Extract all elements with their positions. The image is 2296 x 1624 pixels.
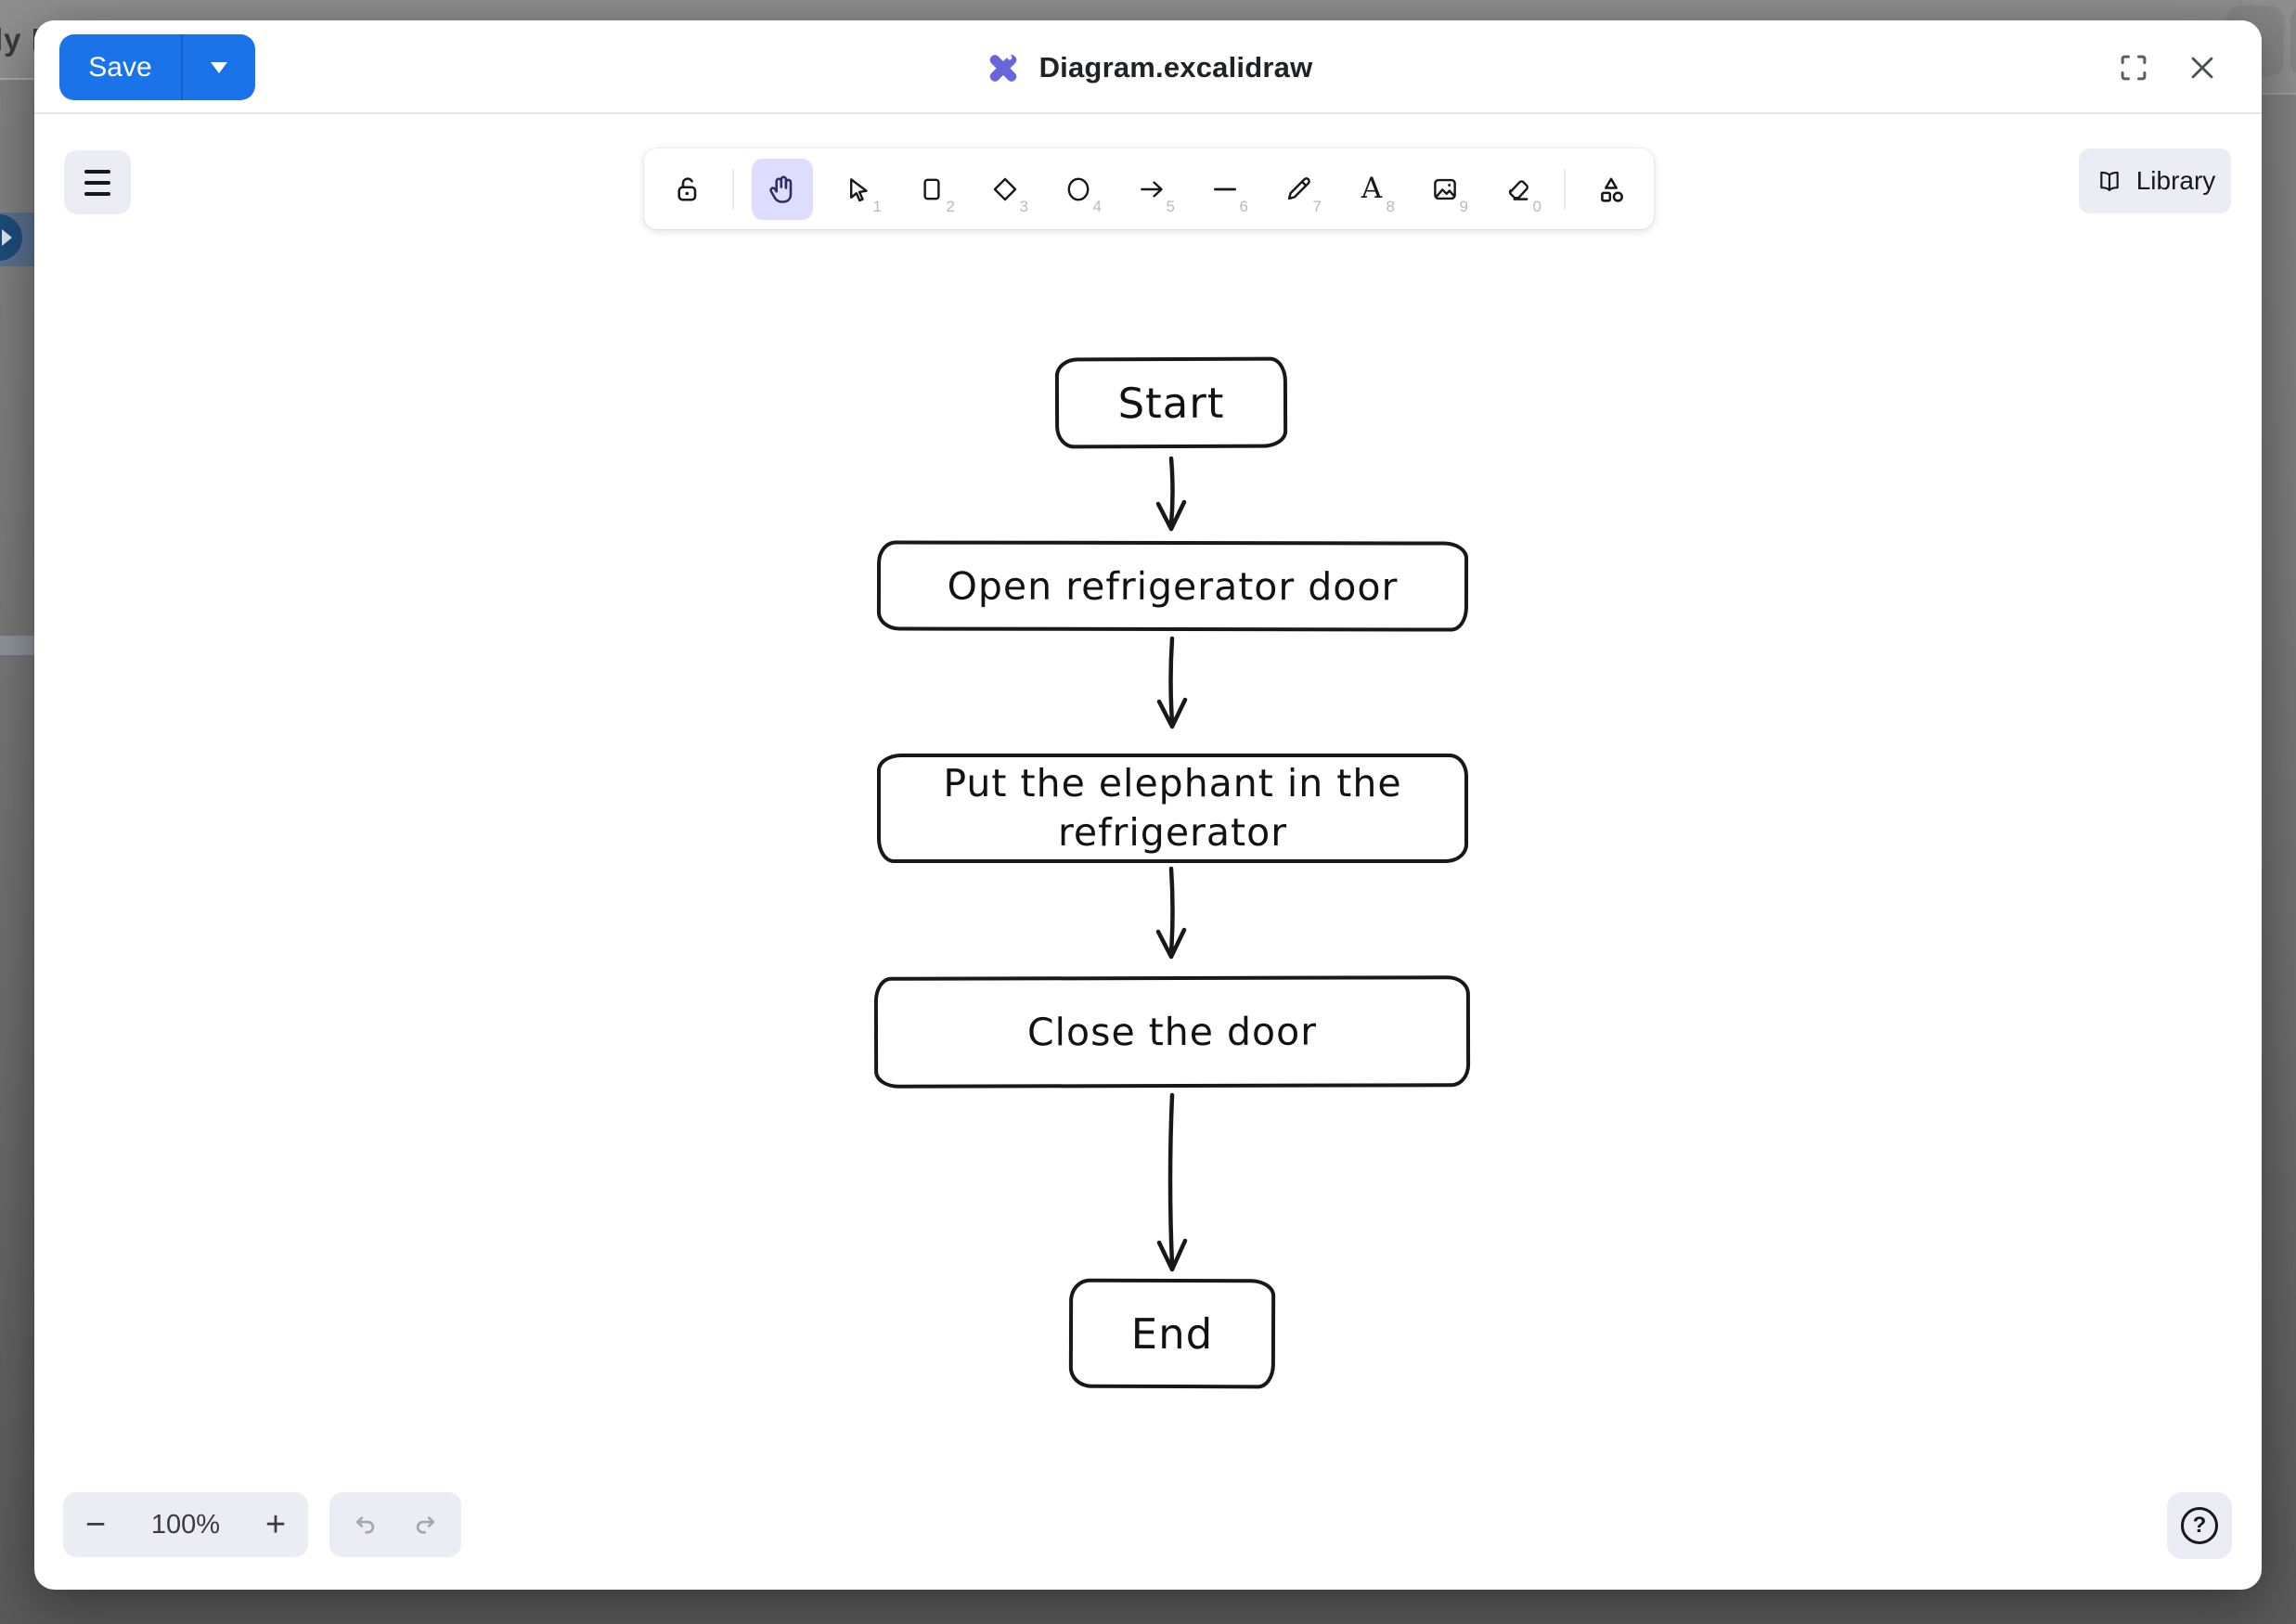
eraser-icon: [1503, 174, 1534, 205]
tool-lock[interactable]: [659, 160, 715, 219]
fullscreen-icon: [2116, 50, 2151, 85]
background-avatar-glyph: [2, 229, 12, 246]
pencil-icon: [1283, 174, 1314, 205]
help-icon: ?: [2181, 1507, 2218, 1544]
arrow-put-close: [1155, 866, 1187, 960]
zoom-out-button[interactable]: −: [63, 1492, 128, 1557]
tool-ellipse[interactable]: 4: [1051, 160, 1106, 219]
flowchart-node-open[interactable]: Open refrigerator door: [876, 540, 1469, 632]
history-controls: [329, 1492, 461, 1557]
arrow-start-open: [1155, 456, 1187, 532]
fullscreen-button[interactable]: [2111, 45, 2156, 90]
close-button[interactable]: [2180, 45, 2225, 90]
save-button[interactable]: Save: [59, 34, 181, 100]
tool-eraser[interactable]: 0: [1490, 160, 1546, 219]
redo-button[interactable]: [401, 1497, 449, 1553]
diamond-icon: [989, 174, 1021, 205]
undo-button[interactable]: [342, 1497, 390, 1553]
undo-icon: [351, 1510, 381, 1540]
modal-title-area: Diagram.excalidraw: [34, 20, 2262, 114]
lock-open-icon: [670, 173, 703, 206]
background-list-band: [0, 636, 34, 655]
hamburger-icon: [84, 169, 110, 174]
background-button-fragment: [2290, 6, 2296, 76]
shapes-icon: [1594, 173, 1628, 206]
background-right-toolbar: [2226, 0, 2296, 93]
ellipse-icon: [1063, 174, 1094, 205]
caret-down-icon: [211, 61, 227, 73]
save-dropdown-button[interactable]: [181, 34, 255, 100]
tool-diamond[interactable]: 3: [977, 160, 1033, 219]
text-icon: A: [1361, 172, 1383, 205]
arrow-close-end: [1156, 1092, 1188, 1272]
tool-draw[interactable]: 7: [1271, 160, 1326, 219]
library-button[interactable]: Library: [2079, 148, 2231, 213]
toolbar-divider: [732, 168, 734, 210]
background-right-divider: [2262, 93, 2296, 95]
tool-line[interactable]: 6: [1197, 160, 1253, 219]
modal-header: Save Diagram.excalidraw: [34, 20, 2262, 114]
hand-icon: [766, 173, 799, 206]
save-split-button: Save: [59, 34, 255, 100]
main-menu-button[interactable]: [64, 150, 131, 214]
tool-hand[interactable]: [752, 158, 813, 220]
rectangle-icon: [916, 174, 948, 205]
redo-icon: [410, 1510, 440, 1540]
tool-text[interactable]: A 8: [1344, 160, 1400, 219]
excalidraw-modal: Save Diagram.excalidraw: [34, 20, 2262, 1590]
tool-toolbar: 1 2 3: [644, 148, 1654, 229]
tool-selection[interactable]: 1: [831, 160, 886, 219]
tool-image[interactable]: 9: [1417, 160, 1473, 219]
excalidraw-logo-icon: [984, 48, 1023, 87]
image-icon: [1429, 174, 1461, 205]
toolbar-divider: [1564, 168, 1566, 210]
flowchart-node-put[interactable]: Put the elephant in the refrigerator: [877, 754, 1468, 863]
tool-arrow[interactable]: 5: [1124, 160, 1180, 219]
zoom-controls: − 100% +: [63, 1492, 308, 1557]
flowchart-node-close[interactable]: Close the door: [873, 975, 1471, 1089]
close-icon: [2186, 52, 2218, 84]
line-icon: [1209, 174, 1241, 205]
zoom-in-button[interactable]: +: [243, 1492, 308, 1557]
library-label: Library: [2135, 166, 2216, 195]
flowchart-node-start[interactable]: Start: [1054, 356, 1288, 449]
zoom-level[interactable]: 100%: [150, 1509, 221, 1540]
book-icon: [2095, 166, 2124, 196]
tool-extra-shapes[interactable]: [1583, 160, 1639, 219]
help-button[interactable]: ?: [2167, 1492, 2232, 1559]
cursor-icon: [843, 174, 874, 205]
tool-rectangle[interactable]: 2: [904, 160, 960, 219]
arrow-icon: [1136, 174, 1167, 205]
flowchart-node-end[interactable]: End: [1068, 1278, 1276, 1389]
arrow-open-put: [1156, 636, 1188, 729]
document-title: Diagram.excalidraw: [1038, 50, 1313, 84]
